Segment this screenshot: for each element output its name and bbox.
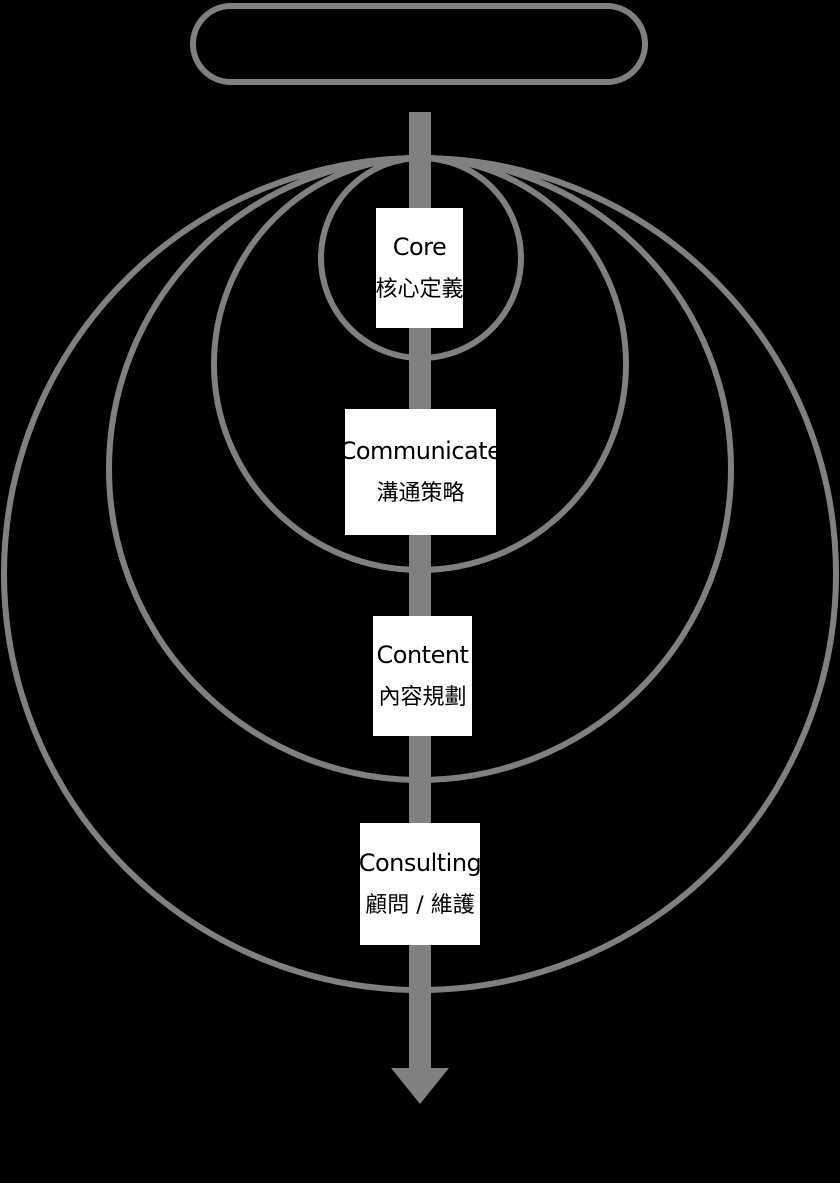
stage-communicate-label-en: Communicate xyxy=(339,436,502,465)
stage-core: Core 核心定義 xyxy=(375,208,464,328)
stage-content: Content 內容規劃 xyxy=(373,616,472,736)
arrowhead-down-icon xyxy=(391,1068,449,1104)
stage-consulting: Consulting 顧問 / 維護 xyxy=(358,823,482,945)
stage-content-label-en: Content xyxy=(376,640,469,669)
stage-consulting-label-zh: 顧問 / 維護 xyxy=(365,893,475,919)
stage-communicate: Communicate 溝通策略 xyxy=(340,409,502,535)
stage-communicate-label-zh: 溝通策略 xyxy=(376,481,465,507)
stage-consulting-label-en: Consulting xyxy=(358,848,482,877)
start-node xyxy=(190,3,648,85)
stage-core-label-en: Core xyxy=(392,232,447,261)
stage-core-label-zh: 核心定義 xyxy=(375,277,464,303)
stage-content-label-zh: 內容規劃 xyxy=(378,685,467,711)
